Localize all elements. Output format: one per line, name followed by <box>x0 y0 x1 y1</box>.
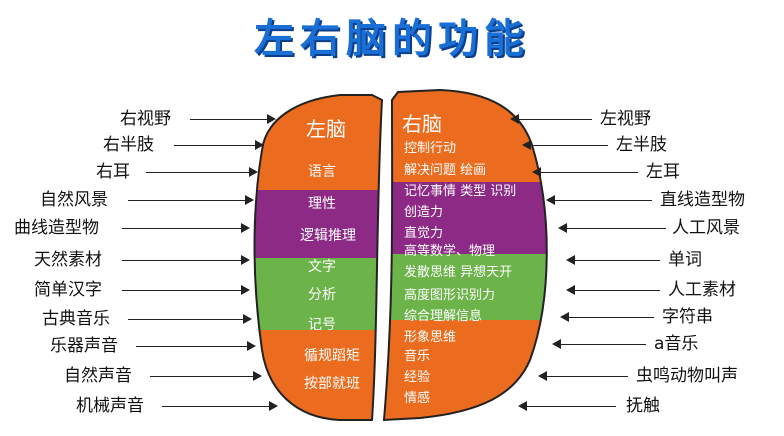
right-brain-item: 创造力 <box>404 205 444 220</box>
left-brain-item: 语言 <box>308 164 336 180</box>
arrow-left-icon <box>560 312 654 322</box>
left-brain-item: 理性 <box>308 196 336 212</box>
right-brain-item: 发散思维 异想天开 <box>404 265 513 280</box>
arrow-right-icon <box>122 255 250 265</box>
left-label: 古典音乐 <box>42 309 110 329</box>
arrow-right-icon <box>146 167 258 177</box>
arrow-right-icon <box>122 285 250 295</box>
right-brain-item: 综合理解信息 <box>404 309 483 324</box>
left-brain-item: 逻辑推理 <box>300 228 356 244</box>
arrow-left-icon <box>532 167 638 177</box>
left-brain-item: 分析 <box>308 287 336 303</box>
left-band-green <box>254 258 382 330</box>
arrow-left-icon <box>566 285 660 295</box>
right-label: 单词 <box>668 250 702 270</box>
left-label: 乐器声音 <box>50 336 118 356</box>
arrow-right-icon <box>122 223 250 233</box>
left-band-purple <box>254 190 382 258</box>
right-band-purple <box>384 182 547 254</box>
right-brain-item: 音乐 <box>404 349 431 364</box>
right-hemisphere <box>384 90 547 420</box>
right-label: 左视野 <box>600 109 651 129</box>
arrow-left-icon <box>546 195 652 205</box>
left-label: 自然风景 <box>40 190 108 210</box>
arrow-right-icon <box>128 195 254 205</box>
arrow-left-icon <box>510 114 592 124</box>
page-title: 左右脑的功能 <box>254 16 530 62</box>
arrow-right-icon <box>150 371 262 381</box>
arrow-left-icon <box>518 401 616 411</box>
right-brain-item: 高等数学、物理 <box>404 244 496 259</box>
right-label: a音乐 <box>654 334 699 354</box>
arrow-left-icon <box>566 255 660 265</box>
left-label: 简单汉字 <box>34 280 102 300</box>
right-brain-item: 形象思维 <box>404 330 457 345</box>
left-label: 机械声音 <box>76 396 144 416</box>
arrow-right-icon <box>128 314 252 324</box>
arrow-right-icon <box>190 114 276 124</box>
right-label: 直线造型物 <box>660 190 745 210</box>
left-label: 右耳 <box>96 162 130 182</box>
left-label: 右视野 <box>120 109 171 129</box>
right-brain-item: 解决问题 绘画 <box>404 163 487 178</box>
right-brain-item: 控制行动 <box>404 141 457 156</box>
right-label: 左耳 <box>646 162 680 182</box>
left-brain-heading: 左脑 <box>306 117 346 141</box>
arrow-right-icon <box>136 341 256 351</box>
arrow-left-icon <box>558 223 666 233</box>
right-brain-item: 直觉力 <box>404 226 444 241</box>
right-label: 人工风景 <box>672 218 740 238</box>
right-label: 抚触 <box>626 396 660 416</box>
left-hemisphere-outline <box>253 94 384 421</box>
right-band-green <box>384 254 547 320</box>
arrow-right-icon <box>174 140 264 150</box>
arrow-left-icon <box>538 371 628 381</box>
right-label: 字符串 <box>662 307 713 327</box>
left-label: 曲线造型物 <box>14 218 99 238</box>
right-brain-item: 经验 <box>404 370 431 385</box>
right-brain-item: 高度图形识别力 <box>404 288 496 303</box>
left-label: 天然素材 <box>34 250 102 270</box>
right-label: 左半肢 <box>616 135 667 155</box>
right-brain-item: 情感 <box>404 391 431 406</box>
left-brain-item: 按部就班 <box>304 376 360 392</box>
arrow-right-icon <box>162 401 278 411</box>
arrow-left-icon <box>552 339 646 349</box>
left-brain-item: 文字 <box>308 259 336 275</box>
arrow-left-icon <box>522 140 608 150</box>
left-label: 右半肢 <box>103 135 154 155</box>
right-brain-item: 记忆事情 类型 识别 <box>404 184 517 199</box>
right-label: 人工素材 <box>668 280 736 300</box>
right-label: 虫鸣动物叫声 <box>636 366 738 386</box>
left-brain-item: 记号 <box>308 317 336 333</box>
left-label: 自然声音 <box>64 366 132 386</box>
left-brain-item: 循规蹈矩 <box>304 348 360 364</box>
right-brain-heading: 右脑 <box>402 112 442 136</box>
